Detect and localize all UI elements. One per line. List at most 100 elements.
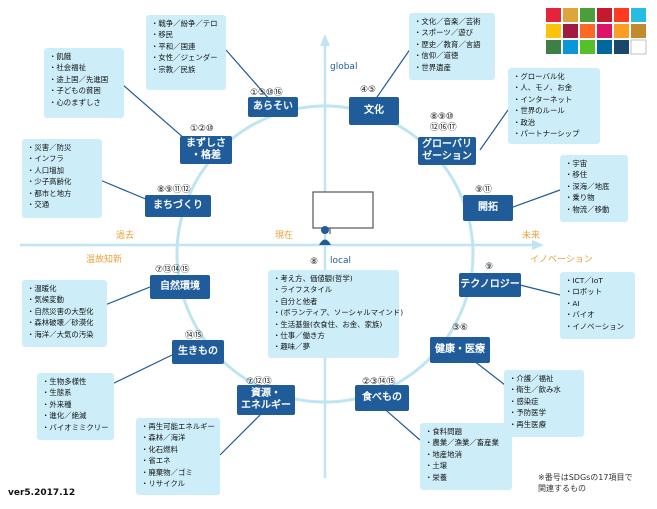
topic-item: ・生態系 (42, 388, 72, 398)
sdg-goal-icon (546, 24, 561, 38)
category-kaitaku[interactable]: 開拓 (463, 195, 513, 221)
numbers-shizen: ⑦⑬⑭⑮ (155, 265, 190, 275)
axis-label-global: global (330, 62, 358, 72)
topic-item: ・少子高齢化 (27, 177, 72, 187)
footnote: ※番号はSDGsの17項目で 関連するもの (538, 473, 633, 493)
topic-item: ・世界遺産 (414, 62, 451, 72)
topic-item: ・スポーツ／遊び (414, 28, 473, 38)
topic-item: ・政治 (513, 117, 536, 127)
category-arasoi[interactable]: あらそい (248, 97, 298, 117)
topic-item: ・バイオミミクリー (42, 422, 109, 432)
topics-globalization: ・グローバル化・人、モノ、お金・インターネット・世界のルール・政治・パートナーシ… (508, 68, 600, 144)
topic-item: ・宗教／民族 (151, 64, 196, 74)
topic-item: ・物流／移動 (565, 204, 610, 214)
topic-item: ・移住 (565, 170, 588, 180)
topic-item: ・生活基盤(衣食住、お金、家族) (273, 319, 383, 329)
topic-item: ・世界のルール (513, 106, 565, 116)
axis-label-present: 現在 (275, 231, 294, 241)
topic-item: ・イノベーション (565, 321, 624, 331)
topic-item: ・バイオ (565, 310, 595, 320)
sdg-goal-icon (563, 24, 578, 38)
topic-item: ・趣味／夢 (273, 342, 310, 352)
topics-shigen: ・再生可能エネルギー・森林／海洋・化石燃料・省エネ・廃棄物／ゴミ・リサイクル (136, 418, 220, 495)
numbers-bunka: ④⑤ (360, 85, 376, 95)
axis-label-past: 過去 (116, 231, 135, 241)
topic-item: ・再生医療 (509, 419, 546, 429)
numbers-shigen: ⑦⑫⑬ (246, 377, 272, 387)
axis-label-future: 未来 (522, 231, 541, 241)
topic-item: ・廃棄物／ゴミ (141, 467, 193, 477)
numbers-center: ⑧ (310, 257, 318, 267)
sdg-goal-icon (546, 8, 561, 22)
sdg-goal-icon (630, 39, 647, 55)
topic-item: ・森林破壊／砂漠化 (27, 318, 94, 328)
category-tabemono[interactable]: 食べもの (355, 385, 409, 411)
topic-item: ・農業／漁業／畜産業 (425, 438, 499, 448)
topics-kaitaku: ・宇宙・移住・深海／地底・乗り物・物流／移動 (560, 155, 628, 222)
sdg-goal-icon (631, 24, 646, 38)
topic-item: ・飢餓 (49, 52, 72, 61)
connector-tech (519, 284, 561, 296)
topic-item: ・平和／国連 (151, 41, 196, 51)
sdg-goal-icon (563, 8, 578, 22)
numbers-arasoi: ①⑤⑩⑯ (250, 88, 283, 98)
category-shizen[interactable]: 自然環境 (150, 275, 210, 299)
sdg-goal-icon (614, 24, 629, 38)
topic-item: ・戦争／紛争／テロ (151, 19, 218, 28)
topics-arasoi: ・戦争／紛争／テロ・移民・平和／国連・女性／ジェンダー・宗教／民族 (146, 15, 226, 90)
numbers-machi: ⑧⑨⑪⑫ (157, 185, 191, 195)
topic-item: ・森林／海洋 (141, 433, 186, 443)
sdg-goal-icon (580, 40, 595, 54)
topic-item: ・インフラ (27, 154, 64, 164)
topic-item: ・考え方、価値観(哲学) (273, 274, 353, 283)
category-mazushisa[interactable]: まずしさ ・格差 (180, 136, 232, 164)
numbers-ikimono: ⑭⑮ (185, 331, 203, 341)
topic-item: ・ICT／IoT (565, 276, 603, 285)
connector-global (479, 109, 509, 151)
version-label: ver5.2017.12 (8, 488, 76, 498)
category-globalization[interactable]: グローバリ ゼーション (418, 137, 476, 165)
axis-label-innovation: イノベーション (530, 255, 593, 265)
topic-item: ・温暖化 (27, 284, 57, 293)
topic-item: ・災害／防災 (27, 143, 72, 152)
numbers-kaitaku: ⑨⑪ (475, 185, 492, 195)
numbers-mazushisa: ①②⑩ (190, 124, 214, 134)
numbers-tabemono: ②③⑭⑮ (362, 377, 396, 387)
topic-item: ・子どもの貧困 (49, 86, 101, 96)
category-machizukuri[interactable]: まちづくり (145, 195, 211, 217)
topic-item: ・途上国／先進国 (49, 74, 109, 84)
topic-item: ・リサイクル (141, 479, 185, 489)
topic-item: ・信仰／道徳 (414, 51, 459, 61)
sdg-goal-icon (631, 8, 646, 22)
topic-item: ・外来種 (42, 399, 72, 409)
topic-item: ・自然災害の大型化 (27, 306, 94, 316)
topic-item: ・宇宙 (565, 159, 588, 168)
topic-item: ・食料問題 (425, 427, 462, 436)
axis-label-onkochishin: 温故知新 (86, 255, 123, 265)
category-shigen[interactable]: 資源・ エネルギー (237, 385, 295, 415)
person-signboard-icon (312, 191, 374, 245)
topic-item: ・文化／音楽／芸術 (414, 17, 481, 26)
connector-ikimono (109, 354, 173, 386)
topic-item: ・衛生／飲み水 (509, 385, 561, 395)
category-kenko[interactable]: 健康・医療 (430, 337, 490, 363)
topic-item: ・海洋／大気の汚染 (27, 329, 94, 339)
topics-tabemono: ・食料問題・農業／漁業／畜産業・地産地消・土壌・栄養 (420, 423, 512, 490)
topic-item: ・化石燃料 (141, 444, 178, 454)
topic-item: ・生物多様性 (42, 377, 87, 386)
topic-item: ・仕事／働き方 (273, 331, 325, 341)
connector-shizen (104, 284, 156, 306)
topic-item: ・地産地消 (425, 449, 462, 459)
topics-kenko: ・介護／福祉・衛生／飲み水・感染症・予防医学・再生医療 (504, 370, 584, 437)
category-bunka[interactable]: 文化 (349, 97, 399, 125)
sdg-goal-icon (580, 8, 595, 22)
topics-mazushisa: ・飢餓・社会福祉・途上国／先進国・子どもの貧困・心のまずしさ (44, 48, 124, 118)
up-arrow-icon (320, 34, 330, 46)
category-technology[interactable]: テクノロジー (459, 273, 521, 297)
topic-item: ・女性／ジェンダー (151, 53, 218, 63)
topic-item: ・感染症 (509, 396, 539, 406)
category-ikimono[interactable]: 生きもの (172, 340, 224, 364)
topic-item: ・自分と他者 (273, 296, 318, 306)
